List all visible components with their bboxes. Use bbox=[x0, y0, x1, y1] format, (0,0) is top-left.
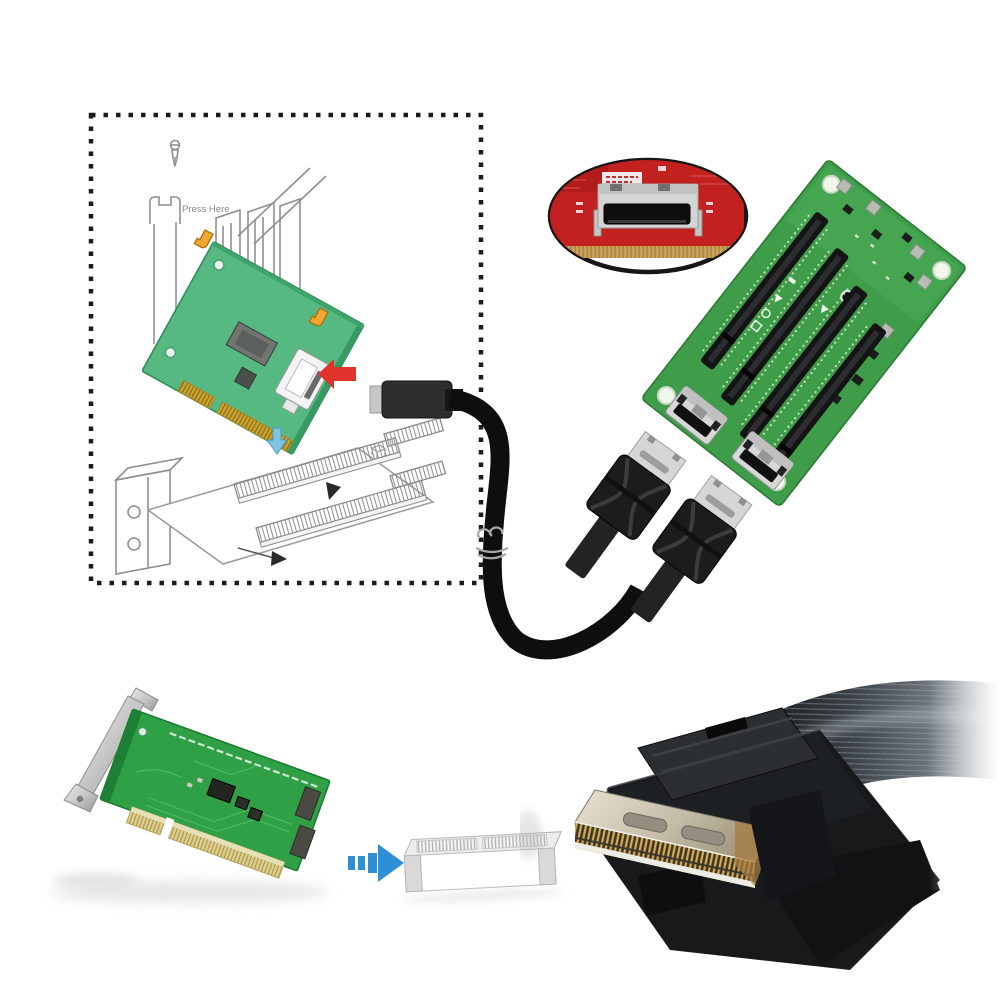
card-oculink-socket bbox=[274, 348, 332, 415]
card-shadow bbox=[50, 881, 330, 903]
card-bracket bbox=[63, 687, 159, 813]
adapter-card bbox=[99, 708, 331, 879]
metal-tip bbox=[574, 789, 776, 888]
pcie-slot-illustration bbox=[401, 831, 566, 903]
backplane-board bbox=[642, 160, 966, 506]
pcie-slots bbox=[699, 212, 887, 481]
dashed-border bbox=[88, 112, 484, 586]
silkscreen-glyphs bbox=[749, 276, 829, 333]
callout-content bbox=[550, 160, 744, 258]
detail-callout-panel bbox=[540, 150, 760, 282]
retention-clip-icon bbox=[193, 229, 214, 249]
backplane-panel bbox=[600, 140, 1000, 560]
insert-direction-arrow-icon bbox=[326, 482, 341, 500]
retention-clip-icon bbox=[308, 307, 329, 327]
screw-icon bbox=[169, 139, 181, 167]
card-screw-hole bbox=[138, 727, 148, 737]
diagram-pcie-card bbox=[141, 241, 365, 455]
installation-diagram-panel: Press Here bbox=[88, 112, 484, 586]
screw-hole bbox=[164, 346, 177, 359]
chassis-bay bbox=[113, 456, 185, 575]
motherboard-slots bbox=[146, 417, 447, 566]
card-chips bbox=[186, 777, 264, 822]
pcb-traces bbox=[136, 760, 293, 833]
photo-smudge bbox=[520, 811, 542, 859]
insert-direction-arrow2-icon bbox=[271, 551, 287, 566]
tiny-cube-glyph bbox=[370, 444, 387, 459]
adapter-card-panel bbox=[40, 680, 380, 920]
blue-arrow-icon bbox=[266, 427, 288, 455]
red-arrow-icon bbox=[318, 359, 356, 389]
card-shadow2 bbox=[53, 872, 137, 888]
pcie-edge-connector bbox=[125, 806, 286, 879]
drive-port bbox=[289, 824, 316, 860]
fade-to-white bbox=[928, 640, 1000, 890]
small-chip bbox=[233, 366, 258, 390]
pin-row bbox=[575, 822, 755, 888]
slot-shadow bbox=[401, 889, 566, 903]
screw-hole bbox=[213, 259, 225, 271]
silkscreen-marks bbox=[576, 166, 713, 213]
drive-port bbox=[294, 786, 322, 822]
blue-arrow-icon bbox=[348, 844, 404, 882]
board-components bbox=[829, 177, 933, 405]
body-over-tip bbox=[748, 790, 836, 902]
press-here-label: Press Here bbox=[182, 204, 230, 215]
bracket-u-tab bbox=[149, 196, 181, 224]
callout-oculink-receptacle bbox=[593, 183, 703, 237]
slot-callout-panel bbox=[340, 800, 570, 920]
pcb-gold-edge bbox=[550, 246, 744, 258]
closeup-panel bbox=[520, 640, 1000, 1000]
silkscreen-text-row bbox=[169, 732, 319, 789]
